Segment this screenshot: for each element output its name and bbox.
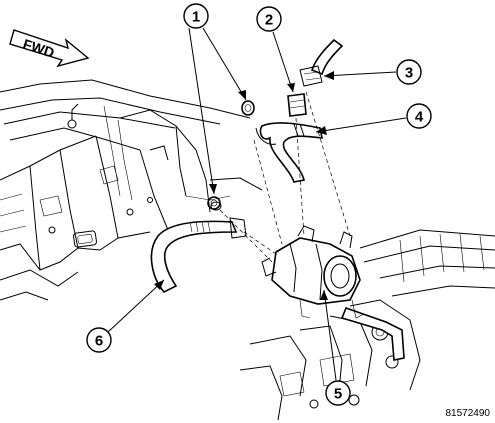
callout-leaders	[107, 27, 407, 381]
hose-part-6	[150, 201, 247, 293]
hose-part-3	[299, 38, 344, 87]
callout-2: 2	[256, 6, 282, 32]
engine-assembly	[239, 225, 495, 421]
figure-id: 81572490	[446, 408, 491, 419]
hose-part-4	[255, 122, 323, 183]
callout-1-number: 1	[192, 9, 200, 26]
callout-4: 4	[406, 103, 432, 129]
callout-2-number: 2	[265, 12, 273, 29]
callout-6: 6	[86, 327, 112, 353]
callout-6-number: 6	[95, 333, 103, 350]
callout-5-number: 5	[334, 386, 342, 403]
engine-compartment-structure	[0, 79, 263, 301]
callout-4-number: 4	[415, 109, 424, 126]
alignment-lines	[219, 91, 351, 263]
callout-1: 1	[183, 3, 209, 29]
fitting-part-2	[287, 93, 307, 117]
callout-5: 5	[325, 380, 351, 406]
callout-3: 3	[396, 59, 422, 85]
callout-3-number: 3	[405, 65, 413, 82]
fwd-label: FWD	[21, 36, 56, 61]
fwd-arrow: FWD	[9, 29, 90, 68]
clamp-part-1	[207, 100, 255, 210]
